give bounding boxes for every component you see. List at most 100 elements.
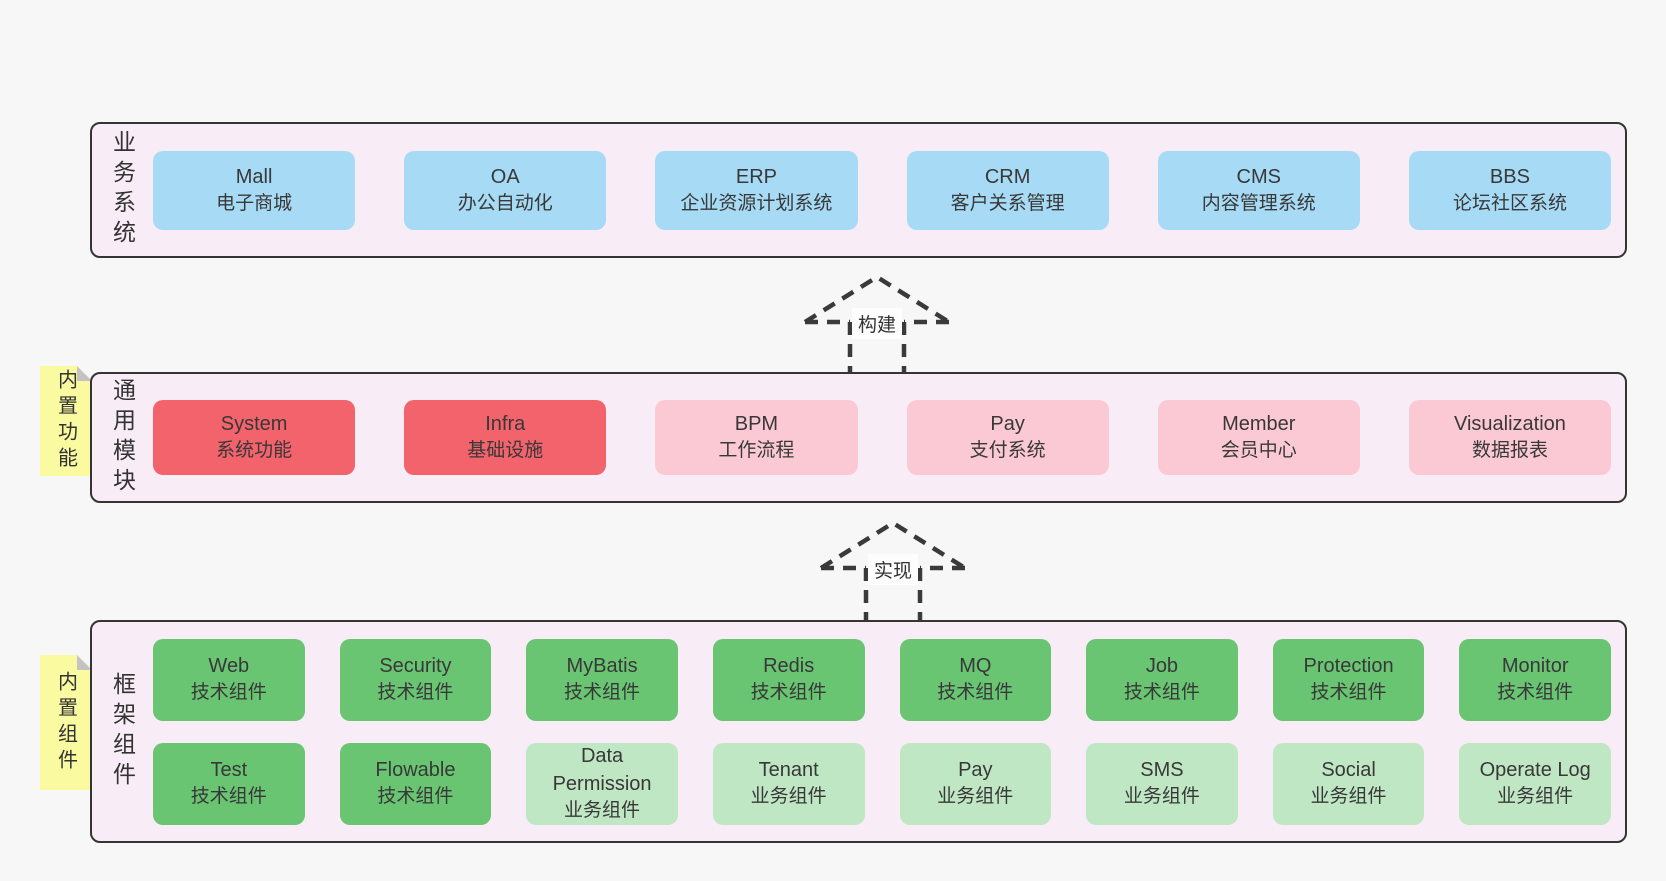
- box-security: Security 技术组件: [339, 638, 492, 721]
- box-desc: 技术组件: [190, 682, 267, 704]
- box-desc: 技术组件: [1310, 682, 1387, 704]
- box-desc: 业务组件: [1310, 786, 1387, 808]
- box-desc: 技术组件: [377, 682, 454, 704]
- box-bbs: BBS 论坛社区系统: [1408, 150, 1612, 230]
- box-erp: ERP 企业资源计划系统: [655, 150, 858, 230]
- box-desc: 技术组件: [1497, 682, 1574, 704]
- box-name: OA: [490, 165, 520, 188]
- band-rows: Mall 电子商城 OA 办公自动化 ERP 企业资源计划系统 CRM 客户关系管理 CMS 内容…: [153, 124, 1625, 256]
- box-name: Mall: [235, 165, 273, 188]
- sticky-note-builtin-components: 内置组件: [40, 655, 92, 790]
- box-desc: 会员中心: [1220, 440, 1297, 462]
- box-desc: 技术组件: [190, 786, 267, 808]
- band-row: System 系统功能 Infra 基础设施 BPM 工作流程 Pay 支付系统 Member 会…: [153, 400, 1612, 475]
- box-name: Data Permission: [552, 745, 652, 796]
- box-name: SMS: [1140, 759, 1184, 782]
- box-name: Member: [1222, 413, 1296, 436]
- band-label-framework-components: 框架组件: [109, 671, 136, 792]
- box-bpm: BPM 工作流程: [655, 400, 858, 475]
- box-desc: 支付系统: [969, 440, 1046, 462]
- box-name: CMS: [1236, 165, 1281, 188]
- box-desc: 数据报表: [1471, 440, 1548, 462]
- box-crm: CRM 客户关系管理: [906, 150, 1109, 230]
- box-protection: Protection 技术组件: [1272, 638, 1425, 721]
- box-name: BBS: [1489, 165, 1530, 188]
- box-social: Social 业务组件: [1272, 742, 1425, 825]
- box-operate-log: Operate Log 业务组件: [1459, 742, 1611, 825]
- box-visualization: Visualization 数据报表: [1408, 400, 1612, 475]
- box-desc: 论坛社区系统: [1452, 192, 1567, 214]
- box-name: Pay: [990, 413, 1025, 436]
- box-pay: Pay 业务组件: [899, 742, 1052, 825]
- box-name: Visualization: [1453, 413, 1566, 436]
- band-label-business-systems: 业务系统: [109, 130, 136, 250]
- box-redis: Redis 技术组件: [712, 638, 865, 721]
- band-rows: System 系统功能 Infra 基础设施 BPM 工作流程 Pay 支付系统 Member 会…: [153, 374, 1625, 501]
- box-desc: 系统功能: [216, 440, 293, 462]
- box-cms: CMS 内容管理系统: [1157, 150, 1360, 230]
- box-desc: 技术组件: [937, 682, 1014, 704]
- band-business-systems: 业务系统 Mall 电子商城 OA 办公自动化 ERP 企业资源计划系统 CRM 客户关系管理…: [90, 122, 1627, 258]
- box-desc: 技术组件: [1123, 682, 1200, 704]
- box-desc: 工作流程: [718, 440, 795, 462]
- box-name: Monitor: [1501, 655, 1569, 678]
- box-desc: 客户关系管理: [950, 192, 1065, 214]
- box-desc: 技术组件: [377, 786, 454, 808]
- box-tenant: Tenant 业务组件: [712, 742, 865, 825]
- band-row: Mall 电子商城 OA 办公自动化 ERP 企业资源计划系统 CRM 客户关系管理 CMS 内容…: [153, 150, 1612, 230]
- box-desc: 电子商城: [216, 192, 293, 214]
- box-name: Pay: [958, 759, 993, 782]
- box-name: Operate Log: [1479, 759, 1591, 782]
- dashed-up-arrow-icon: [819, 520, 967, 622]
- band-label-common-modules: 通用模块: [109, 377, 136, 498]
- implement-arrow-label: 实现: [867, 554, 919, 585]
- box-name: CRM: [984, 165, 1031, 188]
- box-member: Member 会员中心: [1157, 400, 1360, 475]
- dashed-up-arrow-icon: [803, 274, 951, 376]
- sticky-note-label: 内置功能: [54, 369, 77, 473]
- box-name: MQ: [959, 655, 992, 678]
- box-name: Tenant: [758, 759, 819, 782]
- box-desc: 内容管理系统: [1201, 192, 1316, 214]
- box-desc: 企业资源计划系统: [680, 192, 833, 214]
- box-web: Web 技术组件: [153, 638, 305, 721]
- box-pay: Pay 支付系统: [906, 400, 1109, 475]
- box-mq: MQ 技术组件: [899, 638, 1052, 721]
- box-name: Redis: [763, 655, 815, 678]
- box-desc: 技术组件: [750, 682, 827, 704]
- box-mall: Mall 电子商城: [153, 150, 356, 230]
- box-desc: 业务组件: [1497, 786, 1574, 808]
- band-common-modules: 通用模块 System 系统功能 Infra 基础设施 BPM 工作流程 Pay 支付系统 Me…: [90, 372, 1627, 503]
- box-data-permission: Data Permission 业务组件: [526, 742, 678, 825]
- build-arrow: 构建: [802, 272, 952, 376]
- box-flowable: Flowable 技术组件: [339, 742, 492, 825]
- box-name: Web: [208, 655, 250, 678]
- box-desc: 业务组件: [564, 800, 641, 822]
- box-desc: 办公自动化: [457, 192, 553, 214]
- box-name: Flowable: [375, 759, 456, 782]
- box-name: Test: [210, 759, 248, 782]
- box-name: Infra: [485, 413, 526, 436]
- box-oa: OA 办公自动化: [404, 150, 607, 230]
- implement-arrow: 实现: [818, 518, 968, 622]
- box-name: Protection: [1303, 655, 1394, 678]
- box-name: BPM: [734, 413, 779, 436]
- sticky-note-label: 内置组件: [54, 670, 77, 775]
- box-name: Social: [1321, 759, 1376, 782]
- box-name: System: [220, 413, 288, 436]
- box-name: ERP: [735, 165, 777, 188]
- box-desc: 业务组件: [937, 786, 1014, 808]
- box-name: Security: [379, 655, 452, 678]
- box-system: System 系统功能: [153, 400, 356, 475]
- sticky-note-builtin-features: 内置功能: [40, 366, 92, 476]
- box-desc: 业务组件: [750, 786, 827, 808]
- box-desc: 基础设施: [467, 440, 544, 462]
